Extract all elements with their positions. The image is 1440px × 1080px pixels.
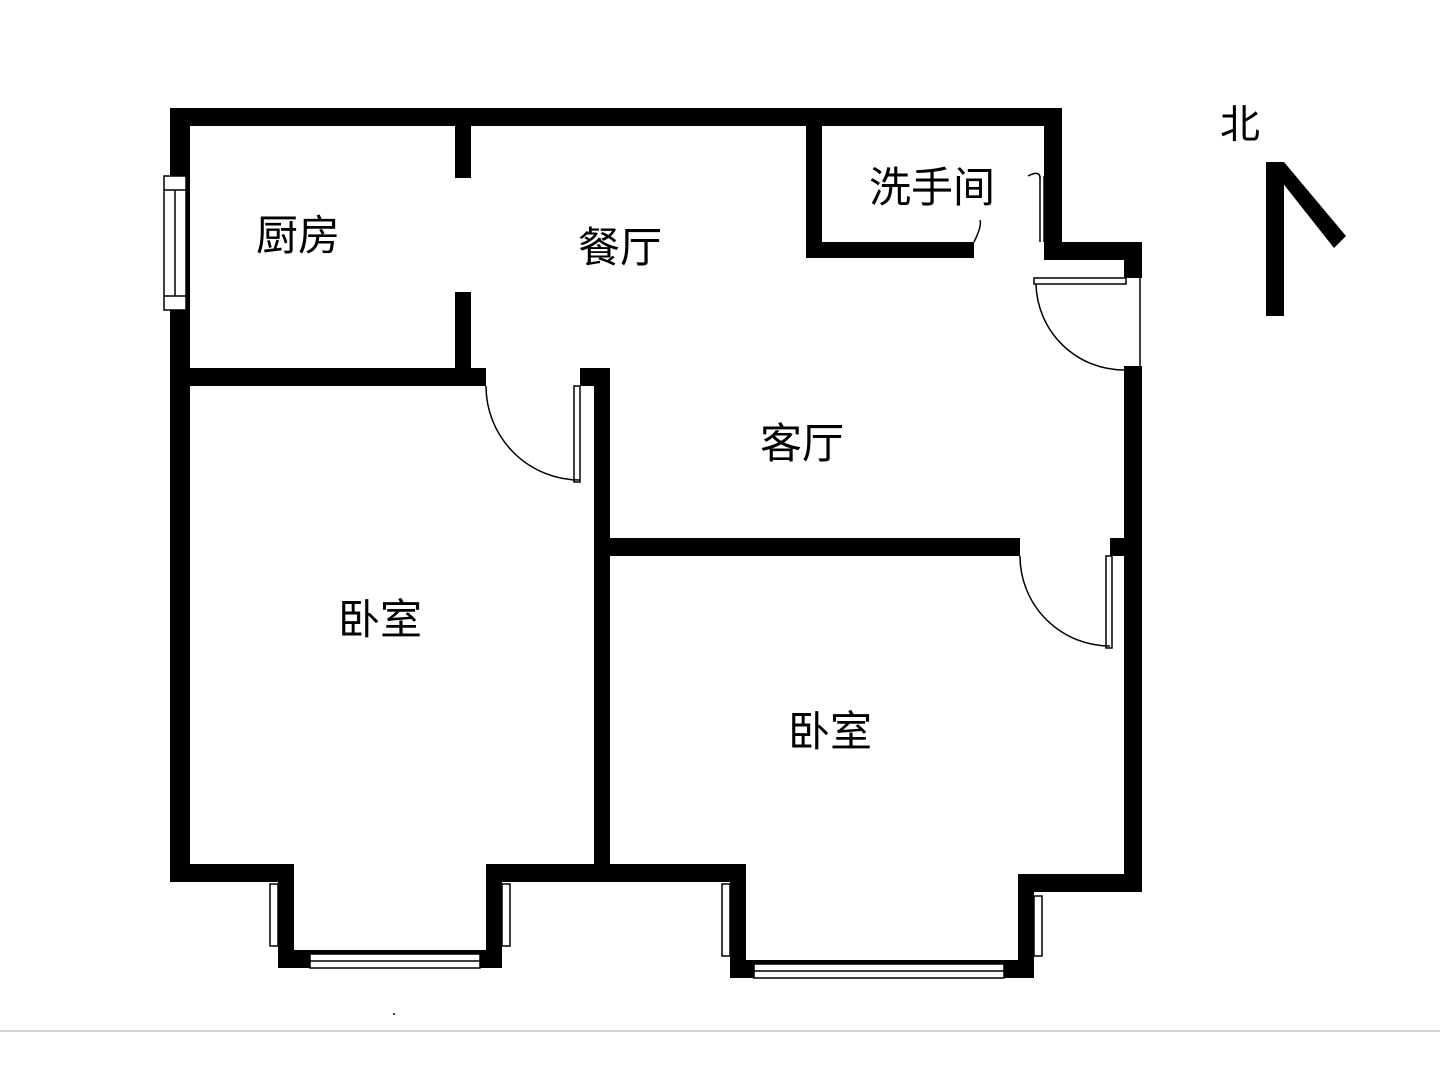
south-wall-a [170, 864, 294, 882]
room-label-bedroom-left: 卧室 [338, 595, 422, 644]
bay-right-glass-a [721, 883, 731, 957]
room-labels: 厨房 餐厅 洗手间 客厅 卧室 卧室 [256, 163, 995, 756]
living-bedroom-wall [594, 538, 1020, 556]
living-bedroom-wall-end [1110, 538, 1142, 556]
door-bathroom-arc [973, 219, 982, 243]
bay-window-left [269, 864, 511, 969]
east-wall-lower [1124, 366, 1142, 890]
door-entrance-leaf [1033, 277, 1127, 285]
bathroom-west-wall [806, 126, 822, 258]
footer-divider [0, 1030, 1440, 1032]
bay-left-glass-b [501, 883, 511, 947]
door-right-bedroom-arc [1019, 555, 1111, 647]
kitchen-bedroom-wall [170, 368, 486, 386]
south-wall-b [486, 864, 744, 882]
east-wall-stub [1124, 242, 1142, 278]
east-wall-upper [1044, 108, 1062, 258]
bay-window-right [721, 864, 1043, 979]
door-left-bedroom-arc [485, 385, 581, 481]
room-label-dining: 餐厅 [578, 223, 662, 272]
door-bathroom-arc-top [1027, 172, 1041, 179]
interior-walls [170, 126, 1142, 868]
bay-right-glass-b [1033, 895, 1043, 957]
east-step-wall [1044, 242, 1142, 260]
room-label-living: 客厅 [760, 419, 844, 468]
kitchen-dining-wall-lower [455, 292, 471, 378]
bedroom-divider-wall [594, 368, 610, 868]
doors [485, 172, 1141, 649]
north-compass: 北 [1220, 102, 1346, 316]
bay-left-glass-a [269, 883, 279, 947]
bathroom-south-wall [806, 242, 974, 258]
kitchen-dining-wall-upper [455, 126, 471, 178]
door-right-bedroom-leaf [1105, 555, 1113, 649]
north-wall [170, 108, 1062, 126]
stray-dot [393, 1013, 395, 1015]
room-label-bathroom: 洗手间 [869, 163, 995, 212]
bay-right-side-a [730, 864, 746, 978]
north-label: 北 [1220, 102, 1260, 148]
bay-left-side-a [278, 864, 294, 968]
kitchen-window [163, 175, 187, 311]
room-label-bedroom-right: 卧室 [788, 707, 872, 756]
south-wall-c [1018, 874, 1142, 892]
room-label-kitchen: 厨房 [256, 211, 340, 260]
door-entrance-arc [1035, 283, 1125, 371]
bay-right-side-b [1018, 874, 1034, 978]
bay-left-side-b [486, 864, 502, 968]
north-arrow-icon [1266, 162, 1346, 316]
door-left-bedroom-leaf [573, 385, 581, 483]
